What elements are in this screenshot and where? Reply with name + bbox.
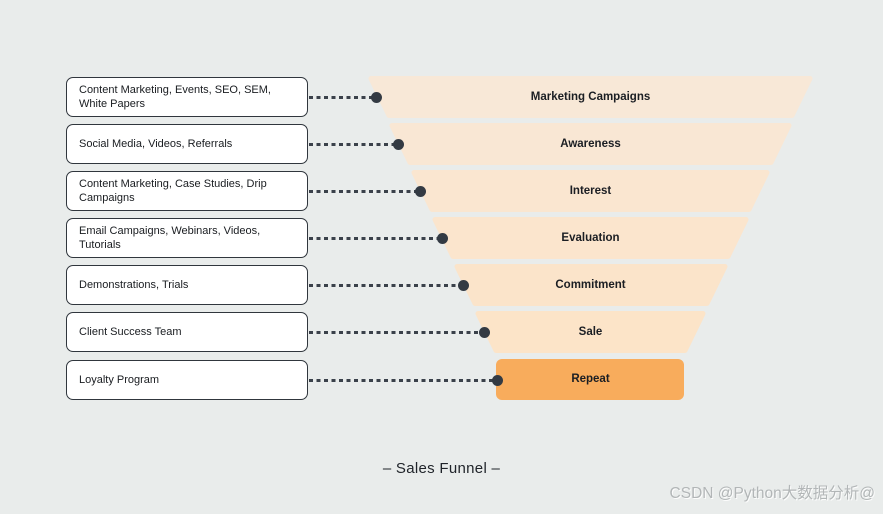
connector-line <box>309 95 376 99</box>
connector-line <box>309 236 442 240</box>
connector-dot <box>414 185 426 197</box>
connector-dot <box>457 279 469 291</box>
connector-dot <box>478 326 490 338</box>
source-box-label: Social Media, Videos, Referrals <box>79 137 233 150</box>
source-box-label: Content Marketing, Case Studies, Drip Ca… <box>79 177 267 205</box>
connector-line <box>309 283 463 287</box>
funnel-segment-label: Commitment <box>555 279 626 291</box>
connector-line <box>309 189 420 193</box>
funnel-segment-shape-repeat <box>496 359 684 400</box>
connector-line <box>309 142 398 146</box>
watermark: CSDN @Python大数据分析@ <box>669 485 875 502</box>
source-box-repeat: Loyalty Program <box>66 360 308 400</box>
source-box-label: Loyalty Program <box>79 373 160 386</box>
funnel-segment-shape-commitment <box>454 264 728 306</box>
connector-dot <box>370 91 382 103</box>
funnel-segment-shape-marketing-campaigns <box>368 76 813 118</box>
source-box-evaluation: Email Campaigns, Webinars, Videos, Tutor… <box>66 218 308 258</box>
funnel-segment-label: Awareness <box>560 138 621 150</box>
source-box-interest: Content Marketing, Case Studies, Drip Ca… <box>66 171 308 211</box>
funnel-segment-label: Evaluation <box>561 232 620 244</box>
funnel-segment-label: Sale <box>578 326 603 338</box>
source-box-label: Content Marketing, Events, SEO, SEM, Whi… <box>79 83 271 111</box>
connector-dot <box>392 138 404 150</box>
connector-line <box>309 330 484 334</box>
funnel-segment-shape-awareness <box>389 123 792 165</box>
connector-line <box>309 378 497 382</box>
source-box-label: Client Success Team <box>79 325 182 338</box>
connector-dot <box>491 374 503 386</box>
source-box-label: Demonstrations, Trials <box>79 278 189 291</box>
funnel-segment-shape-evaluation <box>432 217 749 259</box>
funnel-segment-label: Interest <box>569 185 612 197</box>
source-box-sale: Client Success Team <box>66 312 308 352</box>
funnel-segment-shape-interest <box>411 170 770 212</box>
source-box-label: Email Campaigns, Webinars, Videos, Tutor… <box>79 224 261 252</box>
source-box-awareness: Social Media, Videos, Referrals <box>66 124 308 164</box>
funnel-segment-label: Marketing Campaigns <box>530 91 651 103</box>
diagram-title: – Sales Funnel – <box>382 460 501 477</box>
source-box-commitment: Demonstrations, Trials <box>66 265 308 305</box>
funnel-segment-shape-sale <box>475 311 706 353</box>
funnel-segment-label: Repeat <box>571 373 610 385</box>
source-box-marketing-campaigns: Content Marketing, Events, SEO, SEM, Whi… <box>66 77 308 117</box>
connector-dot <box>436 232 448 244</box>
